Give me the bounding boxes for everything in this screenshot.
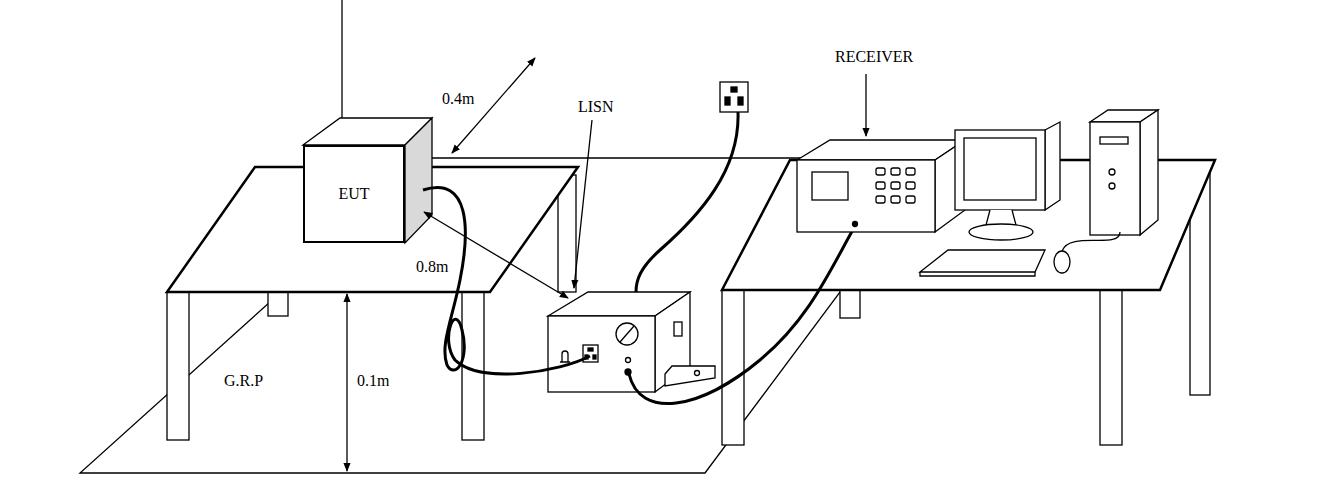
dimension-label: 0.4m [440,90,476,108]
table-leg [167,292,189,440]
receiver-button [906,196,915,203]
lisn-ground-bracket [665,366,715,386]
rf-cable [629,226,855,404]
node-label: EUT [338,185,369,203]
lisn-knob [616,323,638,345]
leader-arrow [865,74,866,136]
outlet-slot [738,97,743,105]
monitor-bezel [955,130,1045,210]
dimension-arrow [424,212,568,298]
monitor-base [969,224,1033,240]
keyboard [920,250,1045,272]
tower-button [1109,183,1115,189]
callout-label: RECEIVER [833,48,915,66]
monitor-stand [986,210,1016,225]
monitor-screen [964,138,1036,200]
eut-side-face [405,118,432,243]
lisn-jack [626,358,631,363]
outlet-slot [725,97,730,105]
lisn-knob-pointer [620,326,634,342]
drawing-part [80,0,1215,473]
tower-side [1140,110,1158,235]
receiver-button [891,168,900,175]
mouse [1054,251,1070,273]
eut-antenna-wire [341,0,342,118]
receiver-buttons [876,168,915,203]
mouse-cable [1062,232,1120,251]
receiver-button [876,168,885,175]
receiver-button [876,182,885,189]
callout-label: LISN [576,98,616,116]
plane-label: G.R.P [222,372,265,390]
lisn-outlet-slot [593,355,596,359]
receiver-screen [812,172,848,200]
receiver-button [906,168,915,175]
ground-plane [80,158,940,473]
table-leg [268,292,288,316]
keyboard-edge [920,272,1035,276]
tower-front [1090,122,1140,235]
eut-power-cable [423,187,590,374]
table-leg [1100,290,1122,445]
tower-button [1109,169,1115,175]
table-leg [722,290,744,445]
receiver-connector [853,222,858,227]
wall-outlet [720,82,748,112]
lisn-outlet-slot [588,348,593,351]
eut-box: EUT [303,145,405,243]
dimension-arrow [346,294,347,471]
lisn-front-face [548,316,655,392]
tower-drive [1100,137,1128,144]
leader-arrow [574,120,592,288]
receiver-button [906,182,915,189]
receiver-front [797,160,935,232]
power-cable [636,112,738,292]
monitor-back [1045,122,1060,210]
outlet-slot [731,87,737,92]
lisn-ground-symbol [560,351,570,362]
table-leg [840,290,860,318]
dimension-label: 0.1m [355,372,391,390]
receiver-button [891,196,900,203]
receiver-button [876,196,885,203]
lisn-switch [674,322,682,336]
dimension-label: 0.8m [414,258,450,276]
receiver-button [891,182,900,189]
bracket-screw [695,371,700,376]
